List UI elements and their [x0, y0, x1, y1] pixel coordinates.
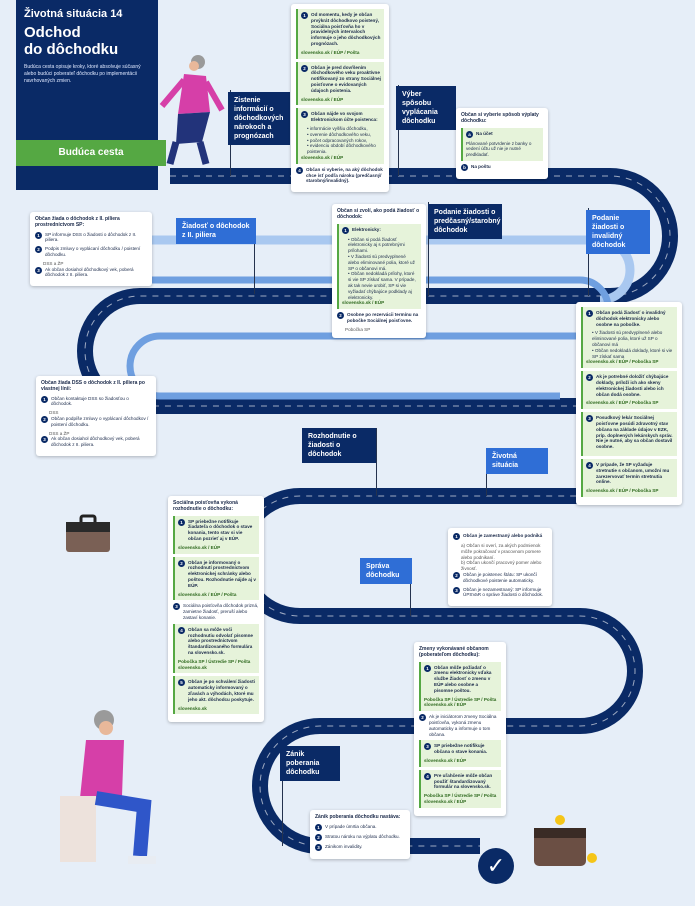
finish-check-icon: ✓: [478, 848, 514, 884]
flag-pole: [282, 746, 283, 846]
flag-pole: [376, 428, 377, 496]
flag-zistenie: Zistenie informácií o dôchodkových nárok…: [228, 92, 290, 145]
flag-pole: [410, 558, 411, 616]
flag-zanik: Zánik poberania dôchodku: [280, 746, 340, 781]
senior-sitting-illustration: [60, 710, 156, 864]
card-zmeny: Zmeny vykonávané občanom (poberateľom dô…: [414, 642, 506, 816]
flag-zivotna: Životná situácia: [486, 448, 548, 474]
card-podanie-preds: Občan si zvolí, ako podá žiadosť o dôcho…: [332, 204, 426, 338]
flag-pole: [398, 85, 399, 176]
flag-ziadost-ii: Žiadosť o dôchodok z II. piliera: [176, 218, 256, 244]
page-title-line2: do dôchodku: [24, 41, 119, 58]
step-number: 4: [296, 166, 303, 174]
situation-label: Životná situácia 14: [24, 8, 123, 20]
card-dss: Občan žiada DSS o dôchodok z II. piliera…: [36, 376, 156, 456]
card-ziadost-ii: Občan žiada o dôchodok z II. piliera pro…: [30, 212, 152, 287]
channel-link: slovensko.sk / EÚP / Pošta: [301, 49, 360, 55]
step-number: 1: [301, 12, 308, 19]
wallet-icon: [534, 815, 597, 866]
card-rozhodnutie: Sociálna poisťovňa vykoná rozhodnutie o …: [168, 496, 264, 723]
flag-podanie-invalid: Podanie žiadosti o invalidný dôchodok: [586, 210, 650, 254]
briefcase-icon: [66, 514, 110, 552]
flag-pole: [254, 218, 255, 294]
senior-walking-illustration: [159, 55, 225, 165]
channel-link: slovensko.sk / EÚP: [301, 96, 344, 102]
flag-rozhodnutie: Rozhodnutie o žiadosti o dôchodok: [302, 428, 376, 463]
flag-pole: [428, 202, 429, 296]
step-number: 2: [301, 64, 308, 72]
page-title-line1: Odchod: [24, 24, 81, 41]
hero-panel: Životná situácia 14 Odchod do dôchodku B…: [16, 0, 158, 190]
page-description: Budúca cesta opisuje kroky, ktoré absolv…: [24, 64, 141, 84]
card-vyber: Občan si vyberie spôsob výplaty dôchodku…: [456, 108, 548, 179]
flag-vyber: Výber spôsobu vyplácania dôchodku: [396, 86, 456, 130]
future-path-tab: Budúca cesta: [16, 140, 166, 166]
step-number: 3: [301, 111, 308, 119]
flag-sprava: Správa dôchodku: [360, 558, 412, 584]
channel-link: slovensko.sk / EÚP: [301, 154, 344, 160]
flag-podanie-preds: Podanie žiadosti o predčasný/starobný dô…: [428, 204, 502, 239]
